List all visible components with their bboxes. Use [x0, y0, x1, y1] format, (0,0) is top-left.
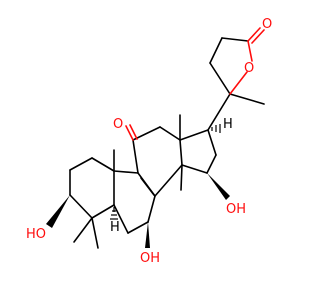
bond: [207, 129, 217, 156]
structure-canvas: O O O HO OH OH H H: [26, 17, 272, 266]
bond: [91, 204, 115, 219]
bond: [69, 194, 93, 219]
double-bond-o: [129, 124, 138, 140]
hydroxyl-c7-label: OH: [140, 251, 160, 266]
oxygen-bonds: [125, 27, 265, 141]
bond: [69, 157, 93, 171]
carbon-skeleton: [69, 37, 265, 249]
double-bond-o: [247, 27, 261, 42]
hashed-bond: [110, 207, 118, 220]
bond: [207, 93, 231, 131]
bond: [73, 217, 93, 243]
double-bond-o: [125, 125, 134, 141]
bond: [209, 37, 223, 64]
hydrogen-c5-label: H: [110, 220, 120, 235]
lactone-ring-oxygen-label: O: [244, 61, 254, 76]
wedge-bond: [207, 173, 230, 200]
molecule-diagram: O O O HO OH OH H H: [26, 17, 272, 266]
wedge-bond: [145, 222, 150, 248]
bond: [113, 170, 139, 174]
ketone-oxygen-label: O: [113, 117, 123, 132]
bond: [181, 164, 208, 174]
bond-o: [247, 40, 253, 62]
lactone-carbonyl-oxygen-label: O: [262, 17, 272, 32]
bond: [180, 164, 183, 191]
bond: [91, 217, 99, 249]
double-bond: [140, 177, 155, 196]
hydrogen-c17-label: H: [223, 117, 233, 132]
bond: [147, 195, 156, 223]
double-bond-o: [251, 29, 265, 44]
bond: [206, 154, 217, 174]
bond-o: [229, 71, 248, 95]
bond: [127, 221, 149, 234]
hydroxyl-c3-label: HO: [26, 227, 46, 242]
bond: [132, 139, 139, 174]
bond: [221, 37, 249, 42]
bond: [132, 126, 161, 141]
bond: [229, 93, 265, 105]
hashed-bond: [211, 124, 221, 133]
bond: [159, 126, 181, 141]
bond: [209, 62, 231, 95]
bond: [179, 129, 209, 141]
bond: [91, 157, 115, 172]
atom-labels: O O O HO OH OH H H: [26, 17, 272, 266]
bond: [154, 164, 183, 197]
wedge-bond: [46, 195, 70, 228]
bond: [179, 139, 183, 166]
bond: [113, 204, 129, 234]
hydroxyl-c15-label: OH: [226, 202, 246, 217]
stereo-bonds: [46, 124, 230, 248]
